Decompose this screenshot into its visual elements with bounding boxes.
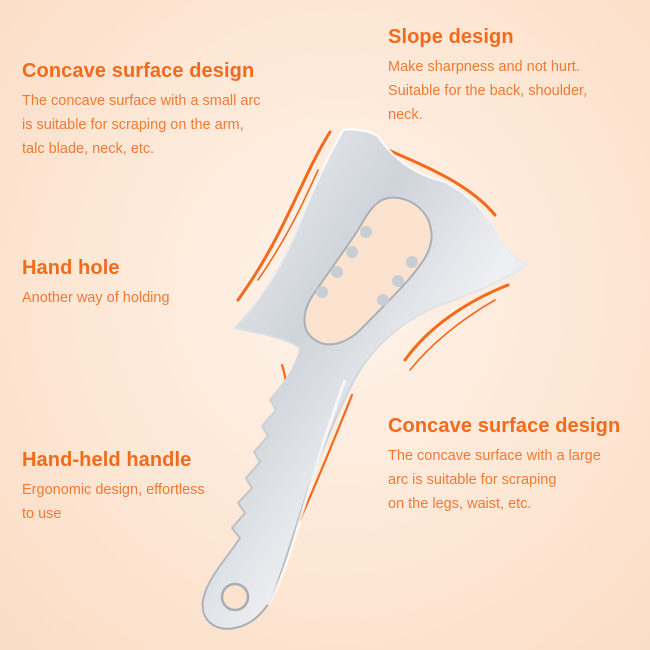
- feature-description: Make sharpness and not hurt. Suitable fo…: [388, 59, 588, 123]
- accent-stroke-right-mid-thin: [409, 299, 496, 371]
- feature-title: Hand-held handle: [22, 449, 192, 471]
- handle-highlight: [266, 379, 347, 606]
- accent-stroke-top-right: [386, 148, 497, 217]
- feature-description: Another way of holding: [22, 290, 170, 306]
- scraper-body: [201, 128, 531, 630]
- feature-description: The concave surface with a large arc is …: [388, 448, 601, 512]
- accent-stroke-left-top-thin: [257, 169, 319, 281]
- hole-grip-bumps: [316, 226, 418, 306]
- hole-grip-bump: [316, 286, 328, 298]
- accent-stroke-right-mid: [403, 283, 510, 362]
- feature-hand-hole: Hand hole Another way of holding: [22, 257, 242, 310]
- feature-title: Hand hole: [22, 257, 120, 279]
- feature-title: Slope design: [388, 26, 514, 48]
- hole-grip-bump: [360, 226, 372, 238]
- hole-grip-bump: [331, 266, 343, 278]
- accent-stroke-left-top: [236, 130, 332, 302]
- feature-concave-large: Concave surface design The concave surfa…: [388, 415, 643, 516]
- hole-grip-bump: [392, 275, 404, 287]
- hole-grip-bump: [346, 246, 358, 258]
- hand-hole: [303, 196, 433, 346]
- feature-handle: Hand-held handle Ergonomic design, effor…: [22, 449, 252, 526]
- feature-concave-small: Concave surface design The concave surfa…: [22, 60, 322, 161]
- feature-description: Ergonomic design, effortless to use: [22, 482, 205, 522]
- feature-slope: Slope design Make sharpness and not hurt…: [388, 26, 638, 127]
- feature-description: The concave surface with a small arc is …: [22, 93, 261, 157]
- feature-title: Concave surface design: [22, 60, 255, 82]
- accent-stroke-right-bottom: [298, 393, 354, 522]
- hole-grip-bump: [377, 294, 389, 306]
- hole-grip-bump: [406, 256, 418, 268]
- feature-title: Concave surface design: [388, 415, 621, 437]
- hanging-hole: [220, 582, 250, 612]
